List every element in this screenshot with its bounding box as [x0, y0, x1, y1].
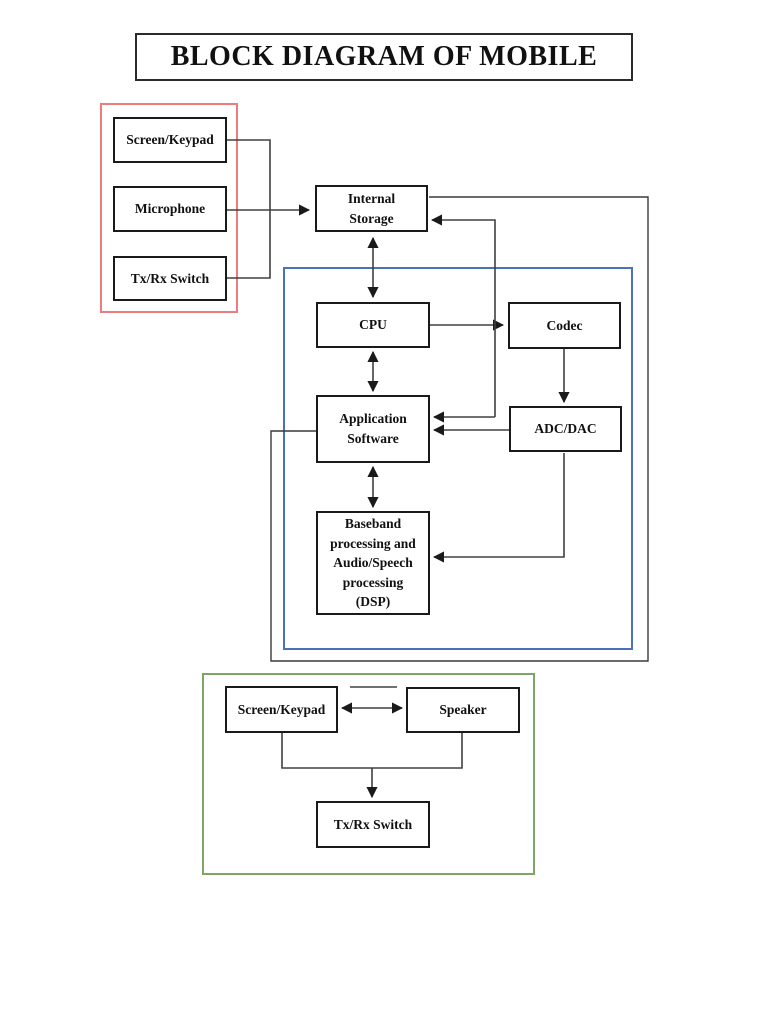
node-microphone-label: Microphone: [134, 201, 206, 217]
node-screen-keypad-bottom: Screen/Keypad: [225, 686, 338, 733]
node-txrx-switch-bottom: Tx/Rx Switch: [316, 801, 430, 848]
node-txrx-switch-top: Tx/Rx Switch: [113, 256, 227, 301]
output-group-frame: [202, 673, 535, 875]
node-screen-keypad-bottom-label: Screen/Keypad: [237, 701, 326, 717]
node-application-software-label: Application Software: [339, 411, 407, 446]
node-codec-label: Codec: [546, 317, 583, 333]
node-adc-dac: ADC/DAC: [509, 406, 622, 452]
node-speaker-label: Speaker: [439, 702, 487, 718]
diagram-title-box: BLOCK DIAGRAM OF MOBILE: [135, 33, 633, 81]
node-screen-keypad-top: Screen/Keypad: [113, 117, 227, 163]
node-internal-storage: Internal Storage: [315, 185, 428, 232]
node-txrx-switch-top-label: Tx/Rx Switch: [130, 270, 210, 286]
diagram-title: BLOCK DIAGRAM OF MOBILE: [170, 41, 598, 72]
node-screen-keypad-top-label: Screen/Keypad: [126, 132, 214, 148]
node-cpu-label: CPU: [359, 317, 387, 333]
node-speaker: Speaker: [406, 687, 520, 733]
node-application-software: Application Software: [316, 395, 430, 463]
node-dsp-label: Baseband processing and Audio/Speech pro…: [330, 516, 416, 610]
node-cpu: CPU: [316, 302, 430, 348]
node-adc-dac-label: ADC/DAC: [534, 421, 597, 437]
node-internal-storage-label: Internal Storage: [347, 190, 396, 226]
node-microphone: Microphone: [113, 186, 227, 232]
node-txrx-switch-bottom-label: Tx/Rx Switch: [333, 816, 413, 832]
node-dsp: Baseband processing and Audio/Speech pro…: [316, 511, 430, 615]
node-codec: Codec: [508, 302, 621, 349]
